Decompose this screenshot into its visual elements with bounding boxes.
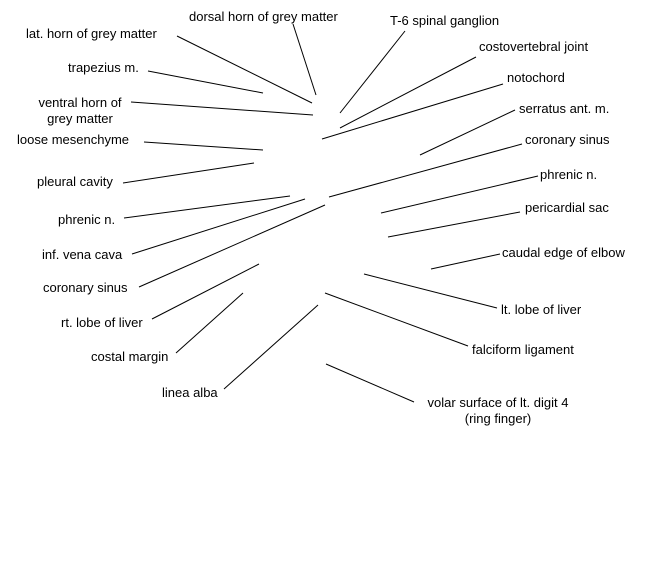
label-lt-lobe-liver: lt. lobe of liver — [501, 302, 582, 317]
label-pericardial-sac: pericardial sac — [525, 200, 609, 215]
leader-line-serratus — [419, 109, 516, 156]
label-phrenic-left: phrenic n. — [58, 212, 116, 227]
leader-line-pericardial-sac — [387, 211, 521, 238]
leader-line-falciform — [324, 292, 469, 347]
label-loose-mesenchyme: loose mesenchyme — [17, 132, 129, 147]
label-rt-lobe-liver: rt. lobe of liver — [61, 315, 143, 330]
leader-line-caudal-elbow — [430, 253, 501, 270]
label-trapezius: trapezius m. — [68, 60, 139, 75]
leader-line-pleural-cavity — [122, 162, 255, 184]
label-volar-surface: volar surface of lt. digit 4 (ring finge… — [412, 395, 584, 427]
leader-line-t6-ganglion — [339, 30, 406, 114]
leader-line-phrenic-left — [123, 195, 291, 219]
leader-line-lat-horn — [176, 35, 313, 104]
leader-line-dorsal-horn — [292, 23, 317, 96]
leader-line-coronary-sinus-right — [328, 143, 523, 198]
label-notochord: notochord — [507, 70, 565, 85]
label-volar-surface-line1: volar surface of lt. digit 4 — [427, 395, 569, 410]
label-ventral-horn-line2: grey matter — [47, 111, 113, 126]
leader-line-coronary-sinus-left — [138, 204, 326, 288]
label-volar-surface-line2: (ring finger) — [464, 411, 532, 426]
label-dorsal-horn: dorsal horn of grey matter — [189, 9, 338, 24]
label-ventral-horn-line1: ventral horn of — [38, 95, 122, 110]
leader-line-costovertebral-joint — [339, 56, 477, 129]
label-lat-horn: lat. horn of grey matter — [26, 26, 157, 41]
leader-line-trapezius — [147, 70, 264, 94]
leader-line-linea-alba — [223, 304, 319, 390]
leader-line-lt-lobe-liver — [363, 273, 498, 309]
label-pleural-cavity: pleural cavity — [37, 174, 113, 189]
label-coronary-sinus-left: coronary sinus — [43, 280, 128, 295]
label-phrenic-right: phrenic n. — [540, 167, 598, 182]
leader-line-volar-surface — [325, 363, 415, 403]
label-serratus: serratus ant. m. — [519, 101, 610, 116]
label-ventral-horn: ventral horn of grey matter — [28, 95, 132, 127]
leader-line-notochord — [321, 83, 504, 140]
leader-line-rt-lobe-liver — [151, 263, 260, 320]
leader-line-loose-mesenchyme — [143, 141, 264, 151]
label-caudal-elbow: caudal edge of elbow — [502, 245, 625, 260]
leader-line-phrenic-right — [380, 175, 539, 214]
label-t6-ganglion: T-6 spinal ganglion — [390, 13, 500, 28]
label-linea-alba: linea alba — [162, 385, 218, 400]
label-coronary-sinus-right: coronary sinus — [525, 132, 610, 147]
leader-line-inf-vena-cava — [131, 198, 306, 255]
label-falciform: falciform ligament — [472, 342, 574, 357]
leader-line-costal-margin — [175, 292, 244, 354]
label-inf-vena-cava: inf. vena cava — [42, 247, 123, 262]
label-costovertebral-joint: costovertebral joint — [479, 39, 589, 54]
leader-line-ventral-horn — [130, 101, 314, 116]
label-costal-margin: costal margin — [91, 349, 169, 364]
